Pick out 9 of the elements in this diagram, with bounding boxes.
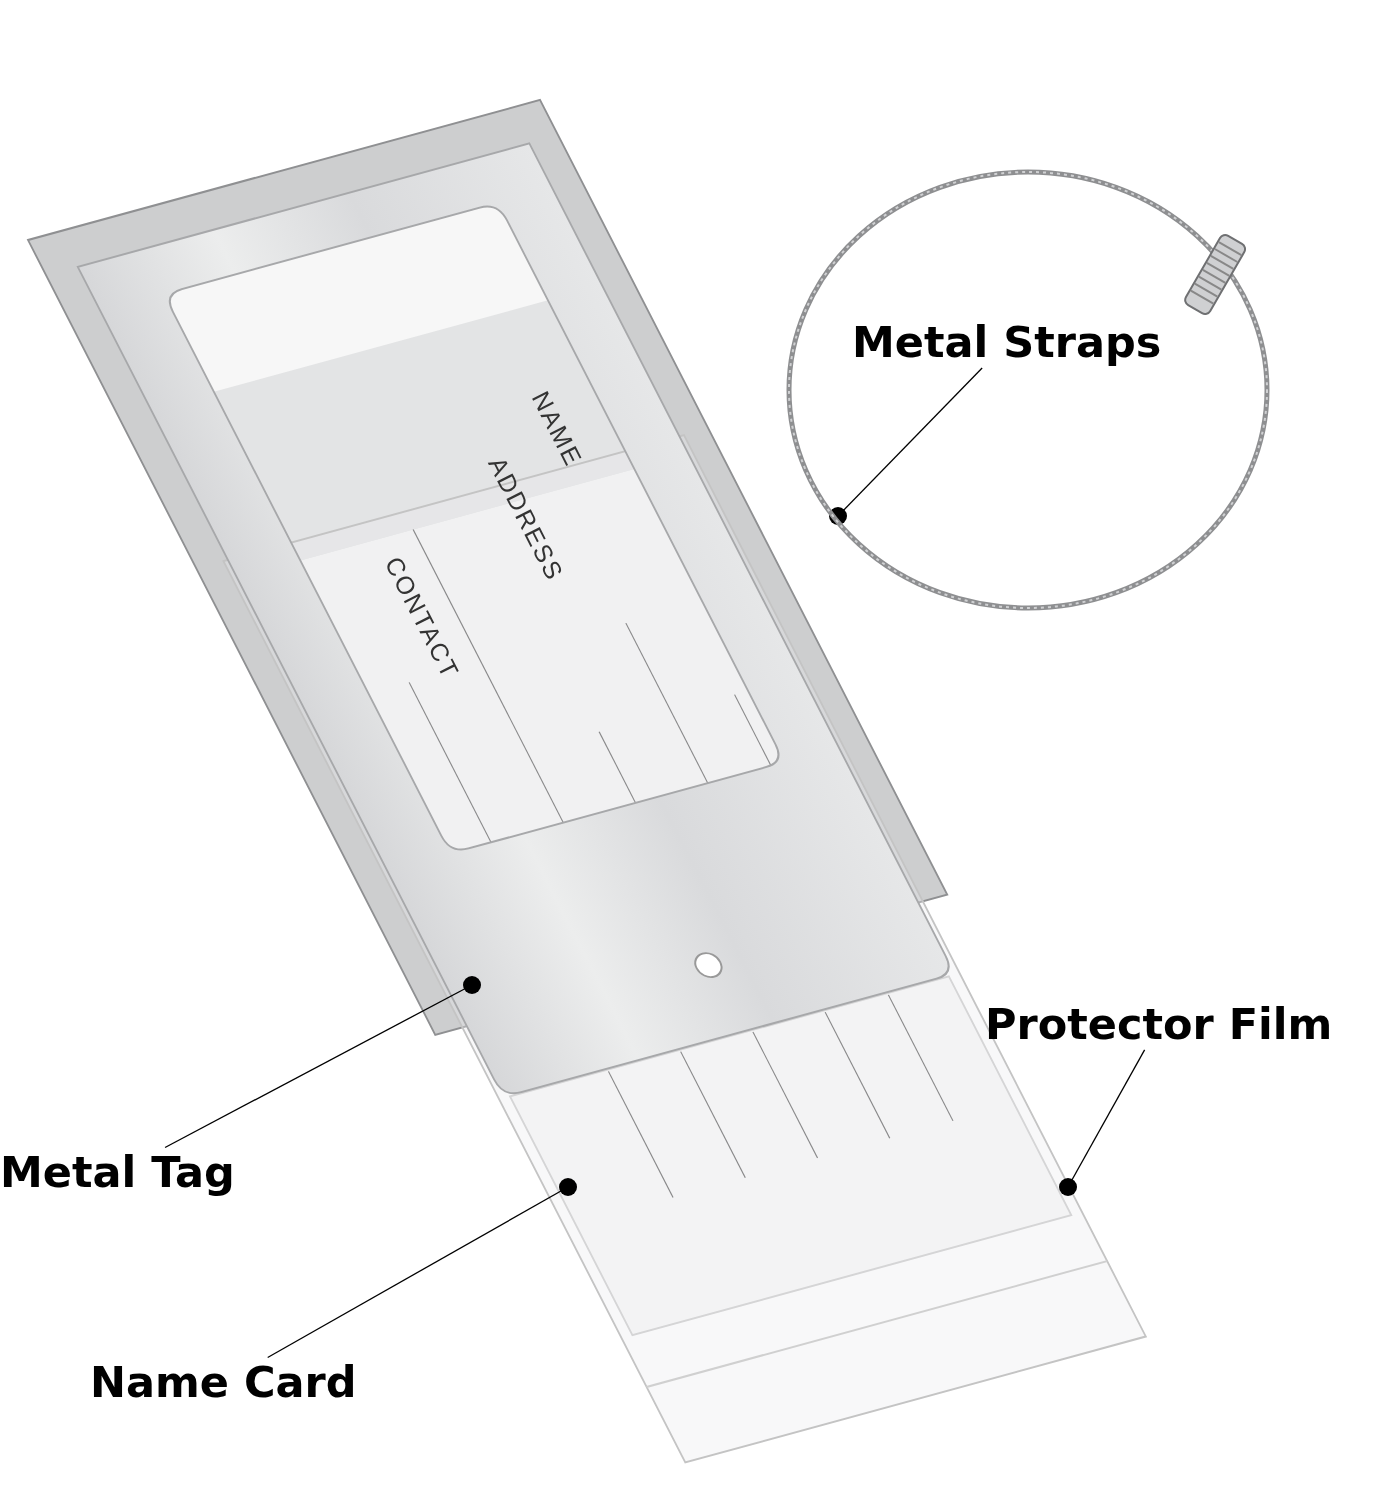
leader-line [1059, 1049, 1146, 1196]
part-label: Metal Tag [0, 1148, 235, 1198]
leader-line [267, 1178, 577, 1359]
leader-line [164, 976, 481, 1149]
part-label: Name Card [90, 1358, 357, 1408]
part-label: Protector Film [985, 1000, 1333, 1050]
leader-line [829, 367, 983, 525]
key-ring [785, 168, 1271, 612]
part-label: Metal Straps [852, 318, 1162, 368]
